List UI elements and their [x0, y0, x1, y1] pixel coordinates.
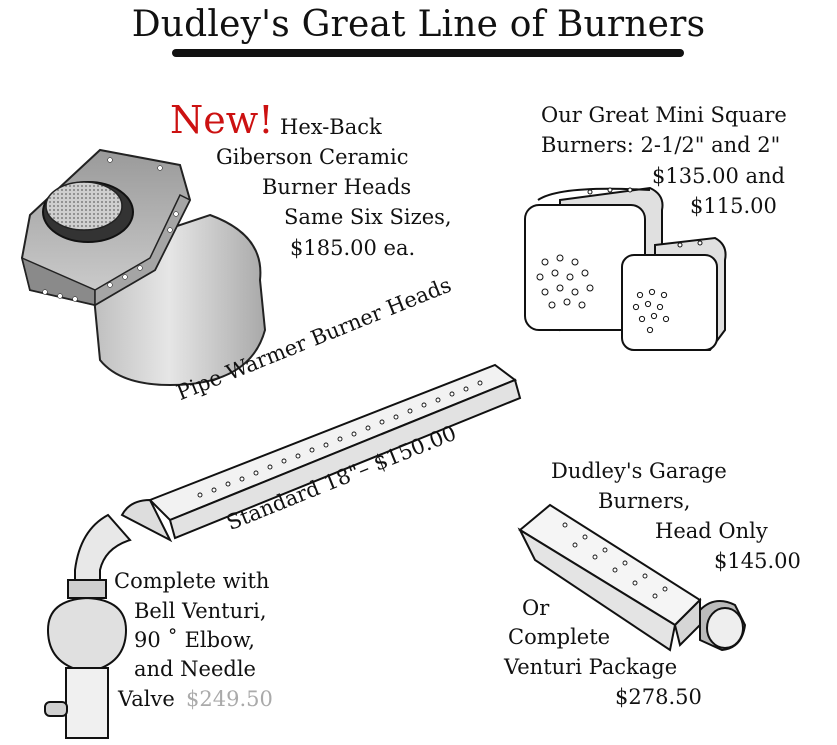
- complete-line4: and Needle: [134, 657, 256, 681]
- mini-price-line2: $115.00: [690, 194, 777, 218]
- garage-title-line1: Dudley's Garage: [551, 459, 727, 483]
- hex-burner-image: [20, 148, 267, 387]
- mini-square-burners-image: [524, 186, 727, 351]
- hex-title-line2: Giberson Ceramic: [216, 145, 409, 169]
- complete-line1: Complete with: [114, 569, 270, 593]
- mini-price-line1: $135.00 and: [652, 164, 786, 188]
- garage-venturi-package: Venturi Package: [504, 655, 678, 679]
- complete-valve-label: Valve: [118, 687, 175, 711]
- page-title: Dudley's Great Line of Burners: [131, 4, 706, 45]
- pipe-warmer-burner-image: [44, 363, 522, 739]
- hex-title-line3: Burner Heads: [262, 175, 412, 199]
- hex-title-line1: Hex-Back: [280, 115, 382, 139]
- garage-complete-price: $278.50: [615, 685, 702, 709]
- new-badge: New!: [170, 98, 274, 142]
- garage-or: Or: [522, 596, 550, 620]
- title-underline: [172, 49, 684, 57]
- hex-price: $185.00 ea.: [290, 236, 416, 260]
- garage-complete: Complete: [508, 625, 611, 649]
- garage-head-price: $145.00: [714, 549, 801, 573]
- hex-sizes-text: Same Six Sizes,: [284, 205, 452, 229]
- complete-line2: Bell Venturi,: [134, 599, 267, 623]
- mini-title-line2: Burners: 2-1/2" and 2": [541, 133, 781, 157]
- garage-head-only: Head Only: [655, 519, 768, 543]
- garage-title-line2: Burners,: [598, 489, 691, 513]
- complete-line3: 90 ˚ Elbow,: [134, 628, 255, 652]
- garage-burner-image: [517, 503, 747, 652]
- complete-price: $249.50: [186, 687, 273, 711]
- mini-title-line1: Our Great Mini Square: [541, 103, 787, 127]
